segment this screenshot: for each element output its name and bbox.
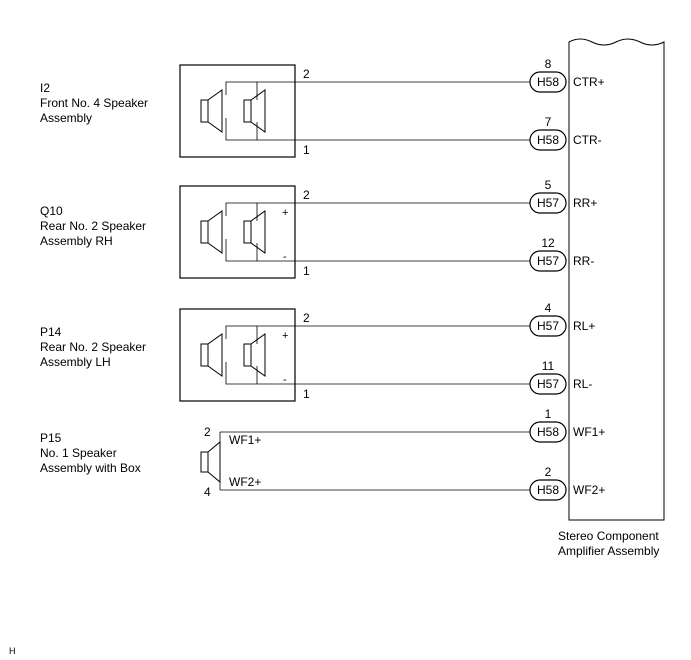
speaker-name-line1: Rear No. 2 Speaker (40, 219, 146, 233)
connector-h58-wf1-plus (529, 421, 567, 443)
speaker-p15 (200, 432, 221, 490)
terminal-plus: + (282, 207, 288, 219)
woofer-wire-label: WF2+ (229, 475, 261, 489)
connector-h58-wf2-plus (529, 479, 567, 501)
amplifier-assembly (568, 38, 665, 521)
signal-name: CTR- (573, 133, 602, 147)
speaker-name-line1: Front No. 4 Speaker (40, 96, 148, 110)
internal-wire (225, 239, 258, 262)
speaker-pin: 1 (303, 387, 310, 401)
signal-name: CTR+ (573, 75, 605, 89)
speaker-i2 (179, 64, 296, 158)
signal-name: WF2+ (573, 483, 605, 497)
amp-pin: 11 (542, 359, 555, 373)
speaker-code: Q10 (40, 204, 63, 218)
terminal-minus: - (283, 251, 287, 263)
harness-wires (220, 81, 530, 491)
connector-h57-rr-minus (529, 250, 567, 272)
terminal-minus: - (283, 374, 287, 386)
amp-pin: 7 (545, 115, 552, 129)
speaker-code: P15 (40, 431, 62, 445)
connector-code: H57 (537, 377, 559, 391)
internal-wire (225, 362, 258, 385)
speaker-icon (200, 89, 223, 133)
speaker-q10 (179, 185, 296, 279)
connector-h57-rr-plus (529, 192, 567, 214)
signal-name: RL- (573, 377, 592, 391)
amp-pin: 8 (545, 57, 552, 71)
speaker-name-line1: Rear No. 2 Speaker (40, 340, 146, 354)
amp-pin: 1 (545, 407, 552, 421)
speaker-pin: 2 (303, 67, 310, 81)
amplifier-name-line2: Amplifier Assembly (558, 544, 659, 558)
speaker-icon (200, 210, 223, 254)
speaker-code: I2 (40, 81, 50, 95)
amp-pin: 5 (545, 178, 552, 192)
speaker-icon (200, 333, 223, 377)
woofer-wire-label: WF1+ (229, 433, 261, 447)
connector-code: H57 (537, 254, 559, 268)
signal-name: RR- (573, 254, 594, 268)
connector-code: H58 (537, 133, 559, 147)
connector-h58-ctr-minus (529, 129, 567, 151)
woofer-speaker-icon (200, 440, 221, 484)
connector-pills (529, 71, 567, 501)
signal-name: WF1+ (573, 425, 605, 439)
connector-code: H58 (537, 483, 559, 497)
speaker-name-line2: Assembly with Box (40, 461, 141, 475)
speaker-name-line2: Assembly (40, 111, 92, 125)
speaker-i2-housing (179, 64, 296, 158)
speaker-q10-housing (179, 185, 296, 279)
connector-h57-rl-minus (529, 373, 567, 395)
amplifier-name-line1: Stereo Component (558, 529, 659, 543)
internal-wire (225, 202, 258, 221)
speaker-code: P14 (40, 325, 62, 339)
internal-wire (225, 325, 258, 344)
speaker-pin: 2 (303, 188, 310, 202)
amp-pin: 4 (545, 301, 552, 315)
speaker-pin: 2 (204, 425, 211, 439)
connector-code: H58 (537, 75, 559, 89)
signal-name: RR+ (573, 196, 597, 210)
connector-h58-ctr-plus (529, 71, 567, 93)
speaker-pin: 1 (303, 143, 310, 157)
connector-h57-rl-plus (529, 315, 567, 337)
speaker-p14 (179, 308, 296, 402)
amp-pin: 12 (541, 236, 555, 250)
signal-name: RL+ (573, 319, 595, 333)
terminal-plus: + (282, 330, 288, 342)
amp-pin: 2 (545, 465, 552, 479)
speaker-pin: 4 (204, 485, 211, 499)
connector-code: H57 (537, 319, 559, 333)
speaker-name-line2: Assembly RH (40, 234, 113, 248)
speaker-icon (243, 210, 266, 254)
speaker-p14-housing (179, 308, 296, 402)
connector-code: H57 (537, 196, 559, 210)
speaker-icon (243, 333, 266, 377)
internal-wire (225, 118, 258, 141)
speaker-name-line2: Assembly LH (40, 355, 111, 369)
speaker-icon (243, 89, 266, 133)
internal-wire (225, 81, 258, 100)
connector-code: H58 (537, 425, 559, 439)
speaker-pin: 2 (303, 311, 310, 325)
speaker-pin: 1 (303, 264, 310, 278)
speaker-name-line1: No. 1 Speaker (40, 446, 117, 460)
figure-mark: H (9, 646, 16, 656)
